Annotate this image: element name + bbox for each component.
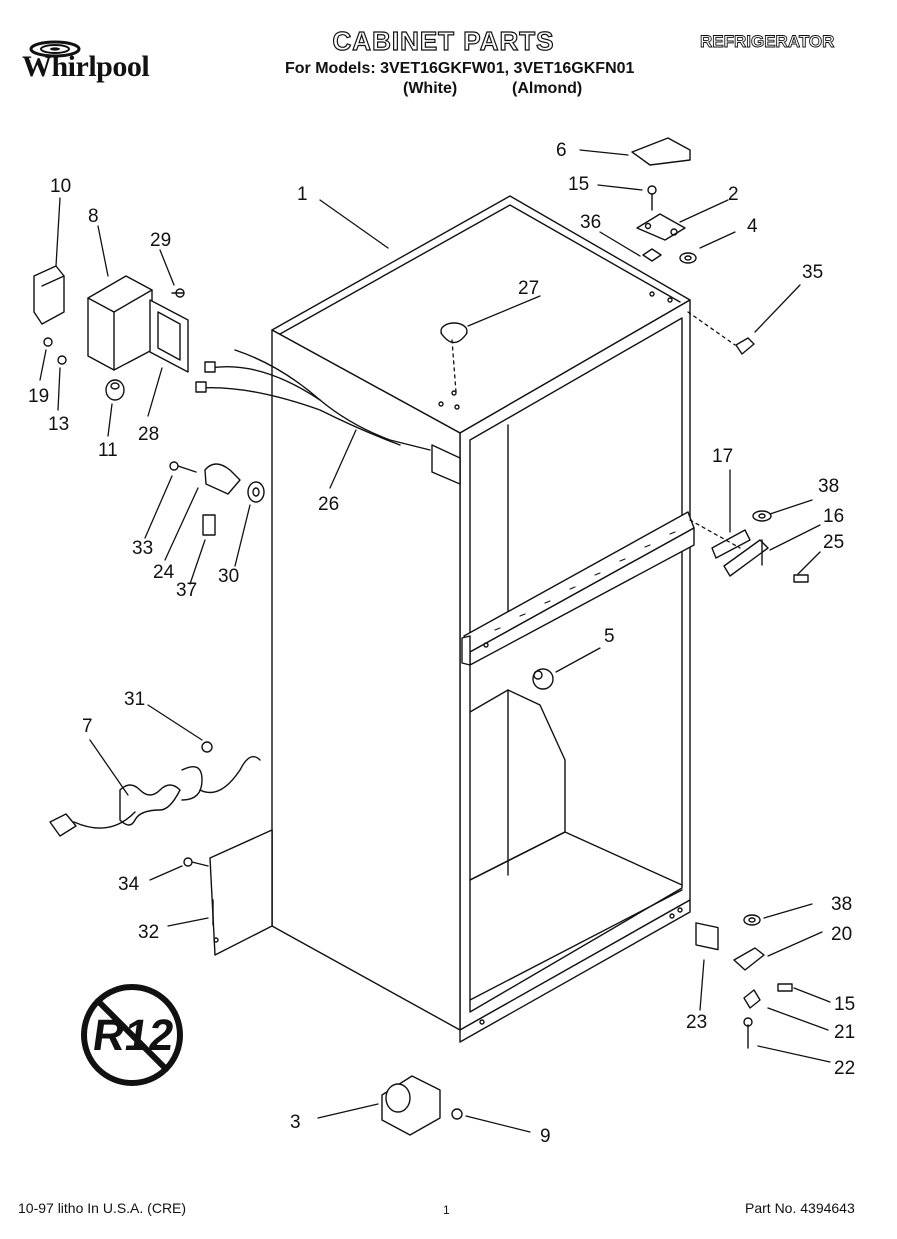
wire-harness-part: [195, 349, 461, 485]
compressor-electrical-parts: [33, 265, 189, 401]
callout-16: 16: [823, 506, 844, 527]
power-cord-part: [49, 741, 261, 837]
callout-23: 23: [686, 1012, 707, 1033]
light-socket-parts: [169, 461, 265, 536]
page-title: CABINET PARTS: [332, 25, 555, 56]
callout-29: 29: [150, 230, 171, 251]
bottom-hinge-assembly: [695, 914, 793, 1049]
callout-7: 7: [82, 716, 93, 737]
variant-almond: (Almond): [512, 80, 583, 97]
callout-33: 33: [132, 538, 153, 559]
whirlpool-logo-icon: [29, 40, 81, 58]
callout-20: 20: [831, 924, 852, 945]
callout-9: 9: [540, 1126, 551, 1147]
callout-22: 22: [834, 1058, 855, 1079]
callout-26: 26: [318, 494, 339, 515]
appliance-type: REFRIGERATOR: [700, 32, 835, 52]
top-hinge-assembly: [636, 185, 697, 264]
variant-white: (White): [403, 80, 458, 97]
callout-15-top: 15: [568, 174, 589, 195]
callout-1: 1: [297, 184, 308, 205]
callout-17: 17: [712, 446, 733, 467]
rail-plug-part: [532, 668, 554, 690]
part-number: Part No. 4394643: [745, 1200, 855, 1216]
r12-prohibited-badge: R12: [81, 984, 183, 1086]
rear-roller-part: [381, 1075, 463, 1136]
model-list: For Models: 3VET16GKFW01, 3VET16GKFN01: [285, 60, 635, 77]
hole-plug-part: [735, 337, 755, 355]
callout-38-bottom: 38: [831, 894, 852, 915]
callout-30: 30: [218, 566, 239, 587]
center-hinge-assembly: [711, 510, 809, 583]
cover-plate-part: [183, 829, 273, 956]
callout-8: 8: [88, 206, 99, 227]
footer-print-info: 10-97 litho In U.S.A. (CRE): [18, 1200, 187, 1216]
callout-21: 21: [834, 1022, 855, 1043]
callout-38-center: 38: [818, 476, 839, 497]
callout-19: 19: [28, 386, 49, 407]
hinge-cover-part: [631, 137, 691, 166]
callout-32: 32: [138, 922, 159, 943]
brand-logo: Whirlpool: [22, 50, 150, 83]
callout-5: 5: [604, 626, 615, 647]
callout-11: 11: [98, 440, 118, 461]
callout-31: 31: [124, 689, 145, 710]
cabinet-body: [271, 195, 691, 1043]
page-number: 1: [443, 1203, 450, 1217]
callout-13: 13: [48, 414, 69, 435]
center-rail: [461, 511, 695, 666]
callout-15-bottom: 15: [834, 994, 855, 1015]
callout-37: 37: [176, 580, 197, 601]
callout-27: 27: [518, 278, 539, 299]
leader-lines: [39, 149, 831, 1133]
callout-4: 4: [747, 216, 758, 237]
callout-6: 6: [556, 140, 567, 161]
callout-3: 3: [290, 1112, 301, 1133]
callout-34: 34: [118, 874, 140, 895]
callout-2: 2: [728, 184, 739, 205]
top-plug-part: [440, 322, 468, 344]
callout-28: 28: [138, 424, 159, 445]
callout-25: 25: [823, 532, 844, 553]
callout-35: 35: [802, 262, 823, 283]
callout-24: 24: [153, 562, 175, 583]
callout-36: 36: [580, 212, 601, 233]
callout-10: 10: [50, 176, 71, 197]
